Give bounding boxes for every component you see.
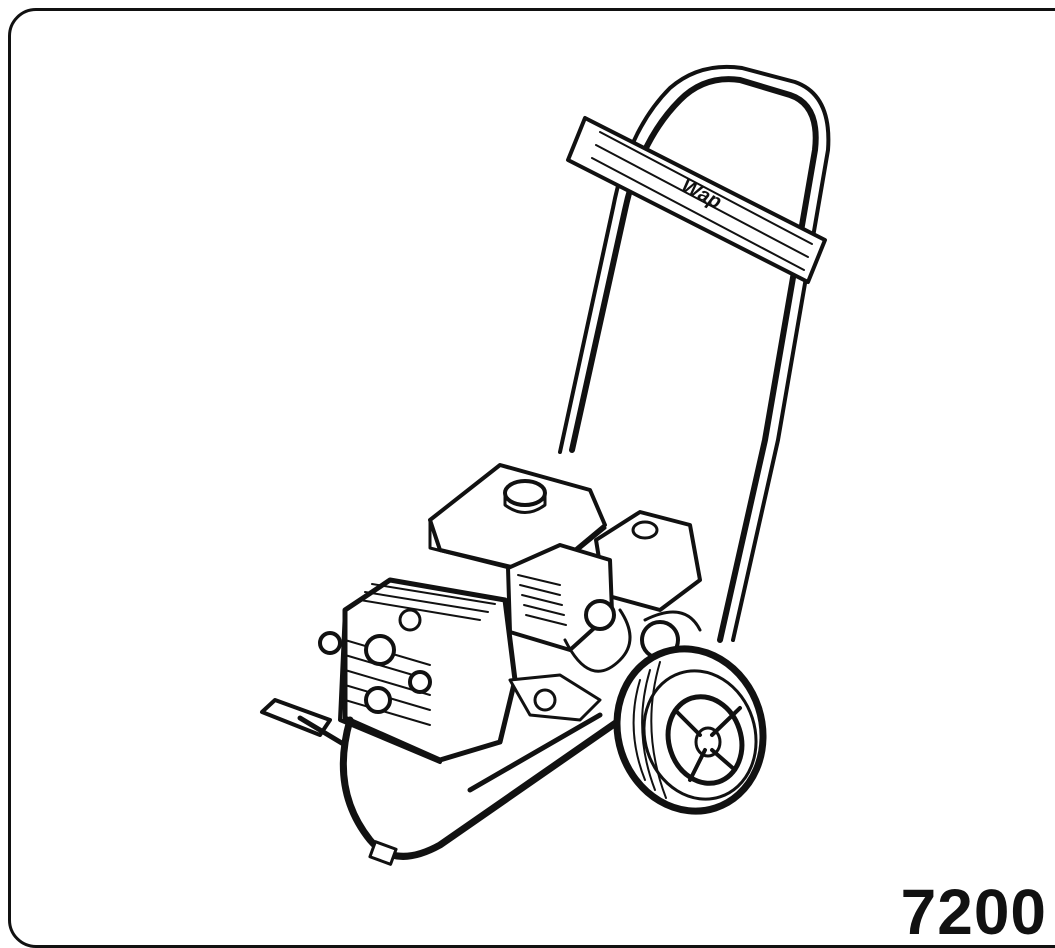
engine bbox=[428, 463, 702, 673]
pump bbox=[318, 577, 602, 764]
handle-grip bbox=[566, 116, 827, 284]
base-frame bbox=[260, 698, 624, 866]
pressure-washer-illustration: Wap bbox=[260, 64, 831, 866]
model-number: 7200 bbox=[886, 880, 1047, 944]
wheel bbox=[613, 645, 767, 815]
